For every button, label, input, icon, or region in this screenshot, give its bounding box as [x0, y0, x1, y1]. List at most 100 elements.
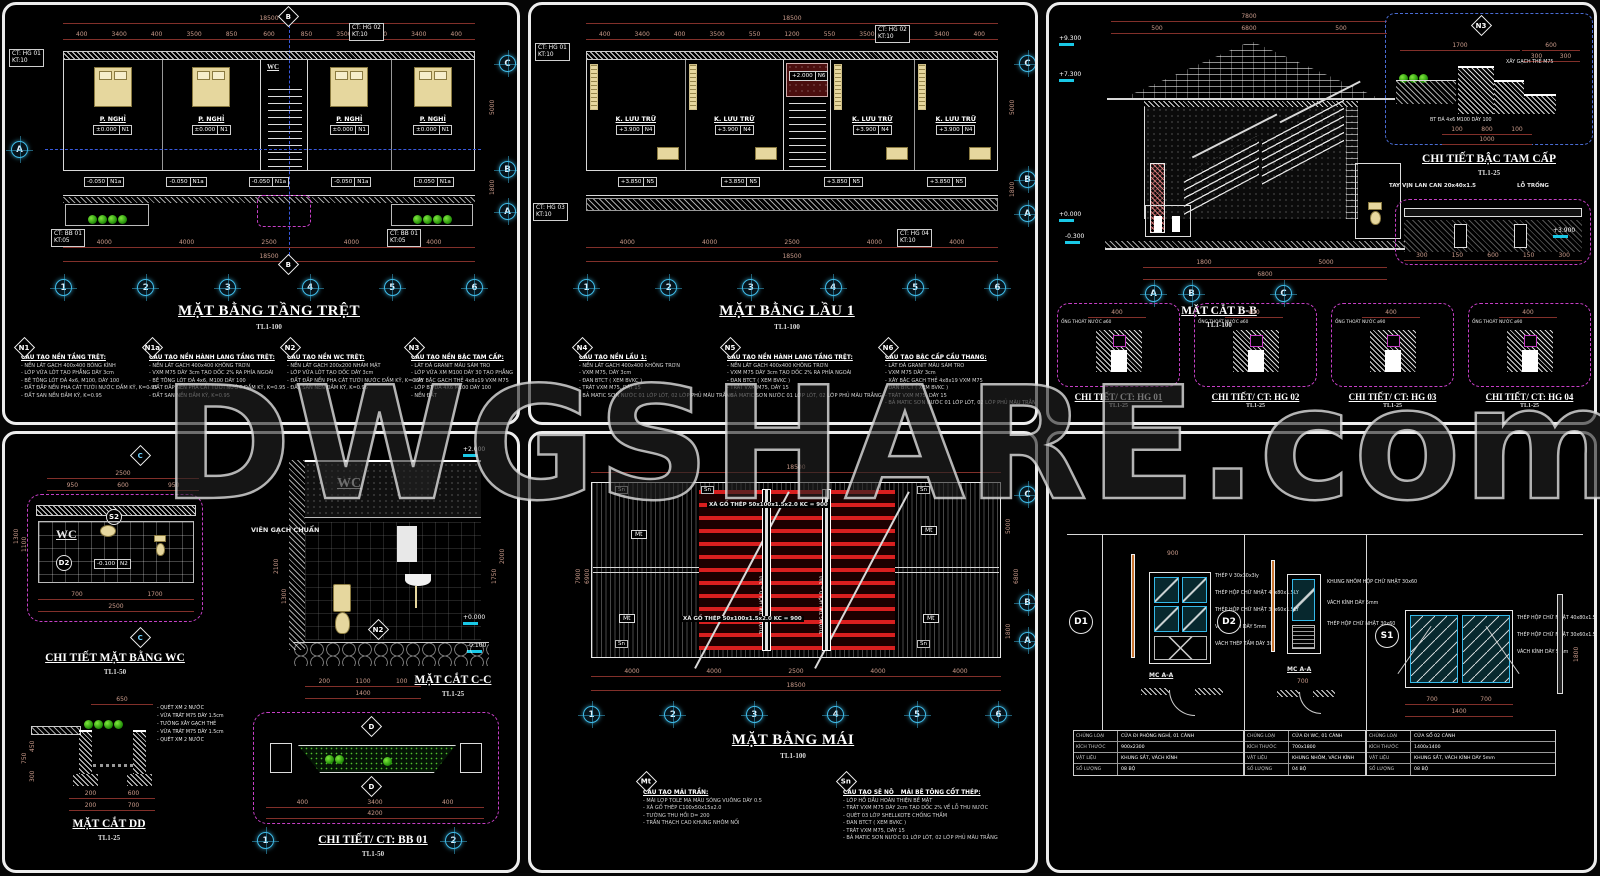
wc-floor-tiles — [38, 521, 194, 583]
drain-detail: 400 ỐNG THOÁT NƯỚC ø90 CHI TIẾT/ CT: HG … — [1331, 303, 1454, 409]
note-n3: N3 CẤU TẠO NỀN BẬC TAM CẤP: - LÁT ĐÁ GRA… — [403, 336, 517, 400]
door-mark-d1: D1 — [1069, 610, 1093, 634]
gable-wall — [762, 489, 771, 651]
wall-stub — [1277, 690, 1299, 697]
toilet-tank-icon — [1368, 202, 1382, 210]
grid-bubble: 1 — [578, 701, 605, 728]
wall — [830, 60, 831, 170]
door-mark-d2: D2 — [56, 555, 72, 571]
dim-vertical: 450 — [29, 740, 36, 752]
pit-grate — [1524, 335, 1537, 347]
exterior-wall — [63, 51, 475, 60]
pit-grate — [1250, 335, 1263, 347]
level-marker: +7.300 — [1059, 71, 1081, 82]
desk-icon — [755, 147, 777, 160]
section-title: MẶT CẮT DD — [72, 818, 146, 830]
jamb-bar — [1271, 560, 1275, 652]
wall — [260, 60, 261, 170]
shelf-icon — [917, 64, 926, 110]
wall — [63, 170, 475, 171]
panel-scale: TL1-100 — [780, 752, 806, 760]
wall-tiles — [305, 522, 481, 640]
panel-roof-plan: 18500 TƯỜNG THU HỒI D = 200 TƯỜNG THU HỒ… — [528, 431, 1038, 873]
level-marker: -0.100 — [467, 642, 486, 653]
detail-scale: TL1-25 — [1108, 403, 1128, 409]
bed-icon — [192, 67, 231, 107]
sink-icon — [405, 574, 431, 586]
step-hatch — [1524, 94, 1556, 114]
column-divider — [1244, 534, 1245, 774]
dim-row-bottom-total: 18500 — [586, 253, 998, 262]
wall — [586, 60, 587, 170]
grid-bubble-c: C — [1014, 481, 1035, 508]
grid-bubble-a: A — [494, 198, 517, 225]
dim-row-total: 18500 — [591, 464, 1001, 473]
room-label: P. NGHỈ — [419, 116, 446, 123]
hole-label: LỖ TRỐNG — [1517, 183, 1549, 189]
detail-scale: TL1-25 — [1245, 403, 1265, 409]
dim-vertical: 1300 — [281, 588, 288, 604]
grid-bubble-b: B — [494, 156, 517, 183]
wall — [586, 170, 998, 171]
drain-detail-box: 400 ỐNG THOÁT NƯỚC ø60 — [1194, 303, 1317, 387]
note-n1: N1 CẤU TẠO NỀN TẦNG TRỆT: - NỀN LÁT GẠCH… — [13, 336, 157, 400]
section-scale: TL1-25 — [441, 690, 465, 698]
grid-bubble-c: C — [1270, 280, 1297, 307]
window-elevation-s1 — [1397, 610, 1520, 688]
dim-vertical: 2100 — [273, 558, 280, 574]
stair-icon — [268, 85, 302, 167]
grid-bubble-b: B — [1014, 166, 1035, 193]
ground-hatch — [1105, 241, 1405, 248]
wall — [474, 60, 475, 170]
dim-vertical: 6800 — [1013, 568, 1020, 584]
stone-base — [293, 642, 489, 666]
section-line-a — [45, 149, 481, 150]
dim-row: 1400 — [305, 690, 421, 699]
detail-scale: TL1-50 — [103, 668, 127, 676]
room-label: K. LƯU TRỮ — [714, 116, 755, 123]
panel-title: MẶT BẰNG TẦNG TRỆT — [178, 303, 360, 319]
wall — [783, 60, 784, 170]
note-n5: N5 CẤU TẠO NỀN HÀNH LANG TẦNG TRỆT: - NỀ… — [719, 336, 882, 400]
grid-bubble-a: A — [1140, 280, 1167, 307]
dim-row: 7800 — [1111, 13, 1387, 22]
corridor-edge — [586, 195, 998, 196]
detail-title: CHI TIẾT/ CT: BB 01 — [318, 834, 428, 846]
toilet-bowl-icon — [156, 543, 165, 556]
desk-icon — [885, 147, 908, 160]
dim-vertical: 1800 — [1573, 646, 1580, 662]
drain-detail-box: 400 ỐNG THOÁT NƯỚC ø90 — [1468, 303, 1591, 387]
drain-details-row: 400 ỐNG THOÁT NƯỚC ø60 CHI TIẾT/ CT: HG … — [1057, 303, 1591, 409]
dim-vertical: 1800 — [489, 179, 496, 195]
door-mark-d2: D2 — [1217, 610, 1241, 634]
dim-row-bottom-total: 18500 — [63, 253, 475, 262]
grid-bubble: 3 — [740, 701, 768, 728]
wc-label: WC — [56, 527, 77, 541]
grid-bubble: 5 — [378, 274, 406, 301]
pit-opening — [1248, 350, 1264, 372]
louvre-panel — [1292, 625, 1315, 649]
